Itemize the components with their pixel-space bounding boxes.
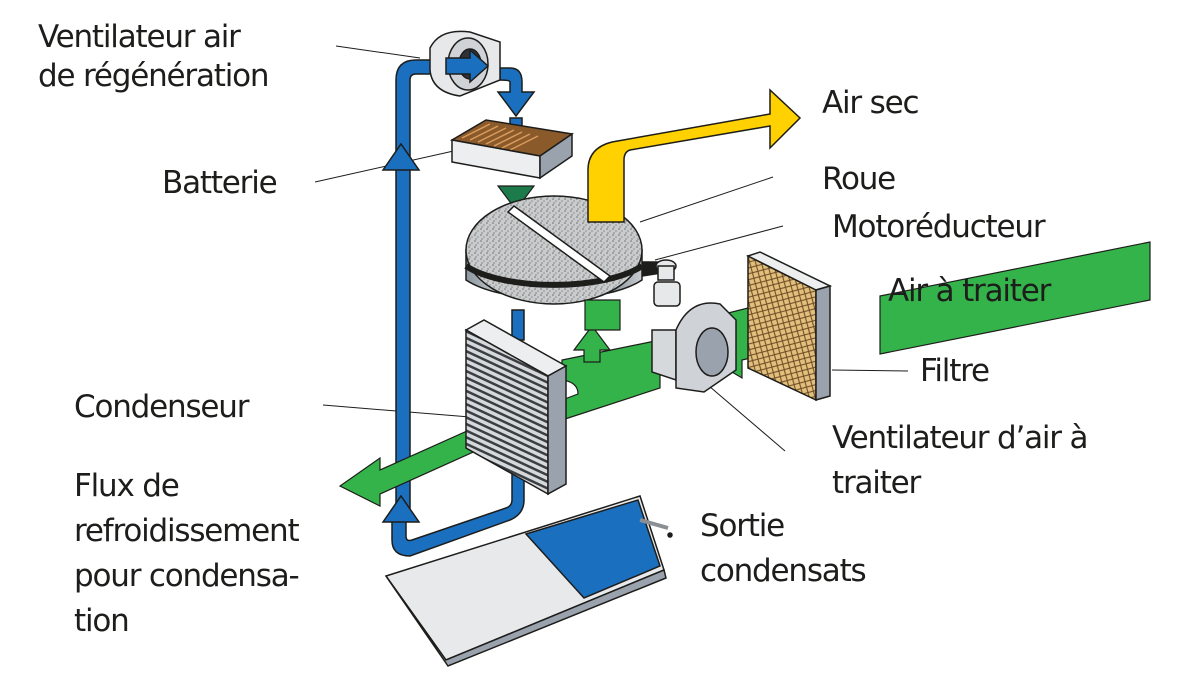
label-dry-air-text: Air sec	[822, 85, 920, 121]
label-wheel: Roue	[822, 160, 896, 199]
leader-wheel	[639, 176, 774, 223]
leader-filter	[831, 369, 909, 372]
label-filter-text: Filtre	[920, 353, 990, 389]
label-cooling-flow-line-3: pour condensa-	[74, 558, 300, 594]
heater-battery	[449, 119, 574, 180]
leader-process-fan	[701, 379, 786, 452]
regeneration-fan	[429, 30, 501, 97]
label-regeneration-fan: Ventilateur air de régénération	[38, 18, 270, 96]
condenser	[464, 319, 568, 496]
label-dry-air: Air sec	[822, 84, 920, 123]
label-process-fan-line-2: traiter	[832, 465, 921, 501]
label-condensate-outlet-line-2: condensats	[700, 553, 867, 589]
label-gear-motor-text: Motoréducteur	[832, 209, 1046, 245]
label-condensate-outlet-line-1: Sortie	[700, 508, 785, 544]
process-fan	[651, 302, 737, 393]
condensate-tray	[384, 495, 673, 667]
label-condenser: Condenseur	[74, 388, 249, 427]
label-heater-text: Batterie	[162, 165, 278, 201]
desiccant-wheel	[464, 195, 669, 305]
dry-air-arrow	[587, 88, 802, 223]
label-cooling-flow-line-1: Flux de	[74, 468, 180, 504]
label-process-fan: Ventilateur d’air à traiter	[832, 416, 1089, 506]
label-cooling-flow-line-4: tion	[74, 603, 130, 639]
label-heater: Batterie	[162, 164, 278, 203]
leader-gear-motor	[654, 225, 784, 261]
filter	[746, 251, 833, 402]
label-wheel-text: Roue	[822, 161, 896, 197]
label-process-air-in: Air à traiter	[888, 272, 1051, 311]
label-process-fan-line-1: Ventilateur d’air à	[832, 420, 1089, 456]
gear-motor	[653, 259, 681, 307]
label-condensate-outlet: Sortie condensats	[700, 504, 867, 594]
label-process-air-in-text: Air à traiter	[888, 273, 1051, 309]
leader-regen-fan	[335, 45, 421, 59]
label-regeneration-fan-line-1: Ventilateur air	[38, 19, 241, 55]
label-filter: Filtre	[920, 352, 990, 391]
label-cooling-flow-line-2: refroidissement	[74, 513, 300, 549]
label-regeneration-fan-line-2: de régénération	[38, 58, 270, 94]
label-gear-motor: Motoréducteur	[832, 208, 1046, 247]
label-cooling-flow: Flux de refroidissement pour condensa- t…	[74, 464, 300, 644]
label-condenser-text: Condenseur	[74, 389, 249, 425]
